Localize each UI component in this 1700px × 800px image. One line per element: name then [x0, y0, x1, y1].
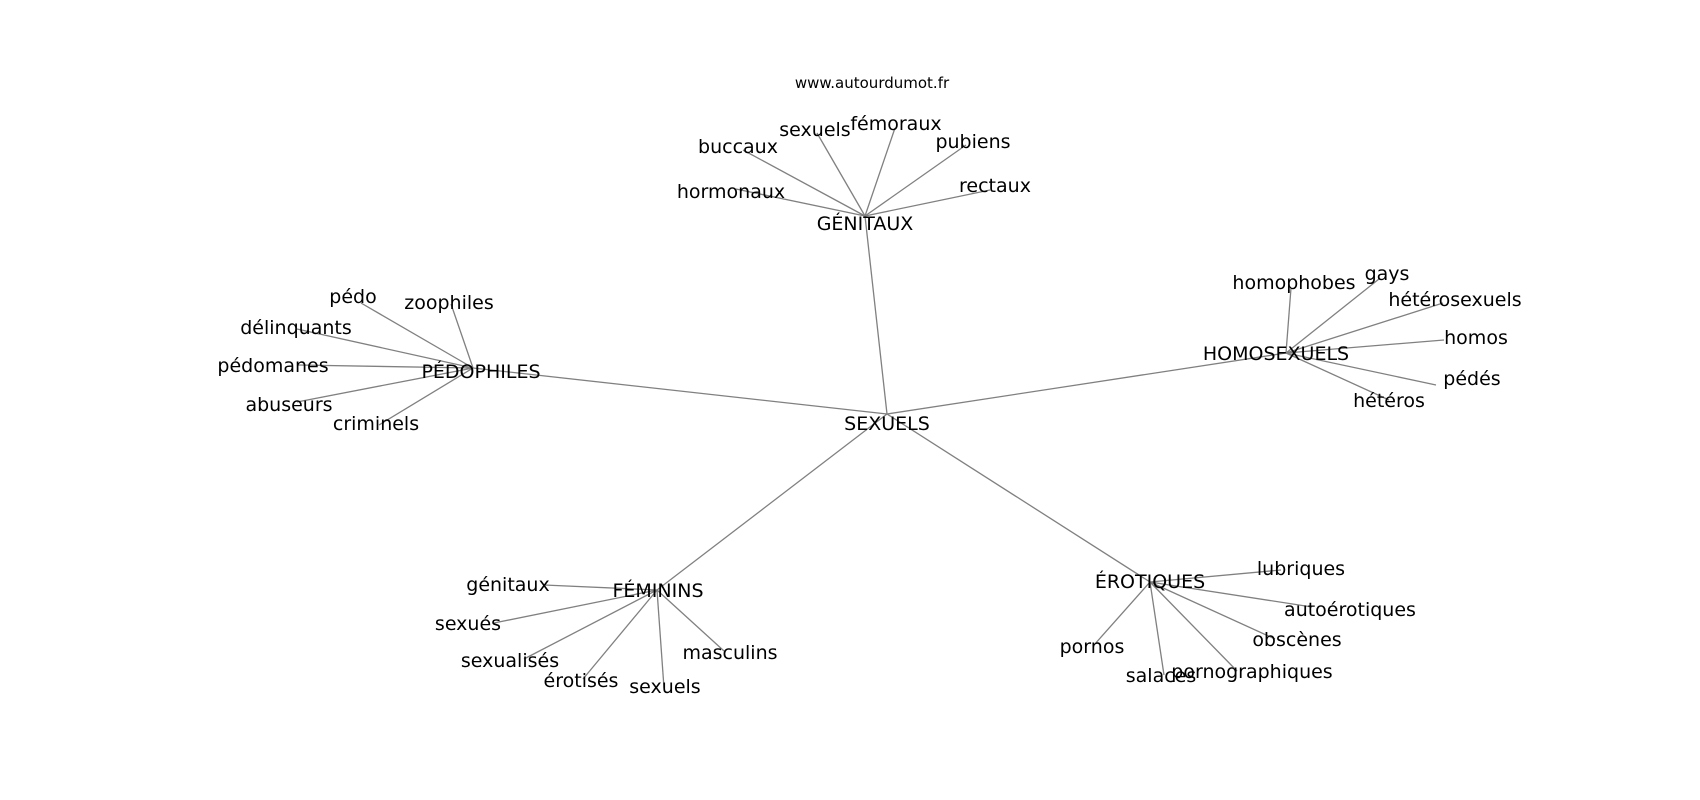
- edge-group-to-child: [735, 188, 866, 217]
- edge-group-to-child: [816, 132, 866, 217]
- edge-group-to-child: [1093, 581, 1151, 646]
- edge-group-to-child: [1285, 352, 1437, 386]
- edge-center-to-group: [886, 413, 1151, 583]
- leaf-node-label[interactable]: hétéros: [1353, 390, 1425, 412]
- leaf-node-label[interactable]: rectaux: [959, 175, 1031, 197]
- edge-group-to-child: [1149, 581, 1276, 640]
- edge-group-to-child: [360, 302, 474, 369]
- edge-center-to-group: [472, 367, 888, 415]
- leaf-node-label[interactable]: zoophiles: [404, 292, 493, 314]
- leaf-node-label[interactable]: hormonaux: [677, 181, 785, 203]
- leaf-node-label[interactable]: érotisés: [544, 670, 619, 692]
- group-node-label[interactable]: FÉMININS: [612, 579, 703, 602]
- site-url-label[interactable]: www.autourdumot.fr: [795, 74, 950, 92]
- edge-group-to-child: [864, 144, 967, 217]
- group-node-label[interactable]: GÉNITAUX: [817, 212, 914, 235]
- edge-group-to-child: [1285, 352, 1390, 401]
- group-node-label[interactable]: PÉDOPHILES: [421, 360, 540, 383]
- edge-group-to-child: [1285, 278, 1380, 354]
- leaf-node-label[interactable]: obscènes: [1252, 629, 1341, 651]
- edge-group-to-child: [742, 149, 866, 217]
- edge-group-to-child: [450, 303, 474, 369]
- leaf-node-label[interactable]: abuseurs: [245, 394, 332, 416]
- edge-group-to-child: [296, 364, 474, 369]
- leaf-node-label[interactable]: masculins: [682, 642, 777, 664]
- leaf-node-label[interactable]: pédomanes: [217, 355, 328, 377]
- leaf-node-label[interactable]: pornos: [1060, 636, 1125, 658]
- edge-center-to-group: [864, 215, 888, 415]
- edge-group-to-child: [1149, 581, 1238, 672]
- leaf-node-label[interactable]: délinquants: [240, 317, 352, 339]
- edge-group-to-child: [1149, 581, 1313, 608]
- edge-group-to-child: [378, 367, 474, 426]
- edge-group-to-child: [1285, 287, 1292, 354]
- leaf-node-label[interactable]: pornographiques: [1171, 661, 1332, 683]
- edge-group-to-child: [656, 589, 665, 689]
- edge-group-to-child: [1285, 339, 1445, 354]
- center-node-label[interactable]: SEXUELS: [844, 413, 930, 435]
- edge-group-to-child: [296, 328, 474, 369]
- leaf-node-label[interactable]: gays: [1365, 263, 1410, 285]
- leaf-node-label[interactable]: pubiens: [935, 131, 1010, 153]
- edge-group-to-child: [296, 367, 474, 403]
- edge-group-to-child: [543, 584, 658, 591]
- edge-group-to-child: [523, 589, 658, 660]
- leaf-node-label[interactable]: buccaux: [698, 136, 778, 158]
- edge-group-to-child: [1285, 302, 1444, 354]
- leaf-node-label[interactable]: fémoraux: [850, 113, 941, 135]
- leaf-node-label[interactable]: sexuels: [779, 119, 850, 141]
- edge-center-to-group: [886, 352, 1287, 415]
- edges-layer: [296, 127, 1445, 689]
- leaf-node-label[interactable]: salaces: [1126, 665, 1197, 687]
- leaf-node-label[interactable]: autoérotiques: [1284, 599, 1416, 621]
- leaf-node-label[interactable]: homos: [1444, 327, 1508, 349]
- leaf-node-label[interactable]: hétérosexuels: [1388, 289, 1521, 311]
- leaf-node-label[interactable]: pédo: [329, 286, 376, 308]
- edge-group-to-child: [582, 589, 658, 680]
- edge-group-to-child: [493, 589, 658, 624]
- group-node-label[interactable]: ÉROTIQUES: [1095, 570, 1205, 593]
- group-node-label[interactable]: HOMOSEXUELS: [1203, 343, 1349, 365]
- leaf-node-label[interactable]: sexualisés: [461, 650, 559, 672]
- leaf-node-label[interactable]: génitaux: [466, 574, 549, 596]
- edge-group-to-child: [1149, 569, 1282, 583]
- leaf-node-label[interactable]: lubriques: [1257, 558, 1345, 580]
- leaf-node-label[interactable]: homophobes: [1232, 272, 1355, 294]
- edge-center-to-group: [656, 413, 888, 591]
- leaf-node-label[interactable]: sexuels: [629, 676, 700, 698]
- leaf-node-label[interactable]: sexués: [435, 613, 501, 635]
- leaf-node-label[interactable]: criminels: [333, 413, 419, 435]
- leaf-node-label[interactable]: pédés: [1443, 368, 1500, 390]
- edge-group-to-child: [864, 127, 896, 217]
- labels-layer: www.autourdumot.fr SEXUELS GÉNITAUX hormon…: [217, 74, 1521, 698]
- edge-group-to-child: [656, 589, 725, 652]
- edge-group-to-child: [1149, 581, 1165, 676]
- edge-group-to-child: [864, 189, 991, 217]
